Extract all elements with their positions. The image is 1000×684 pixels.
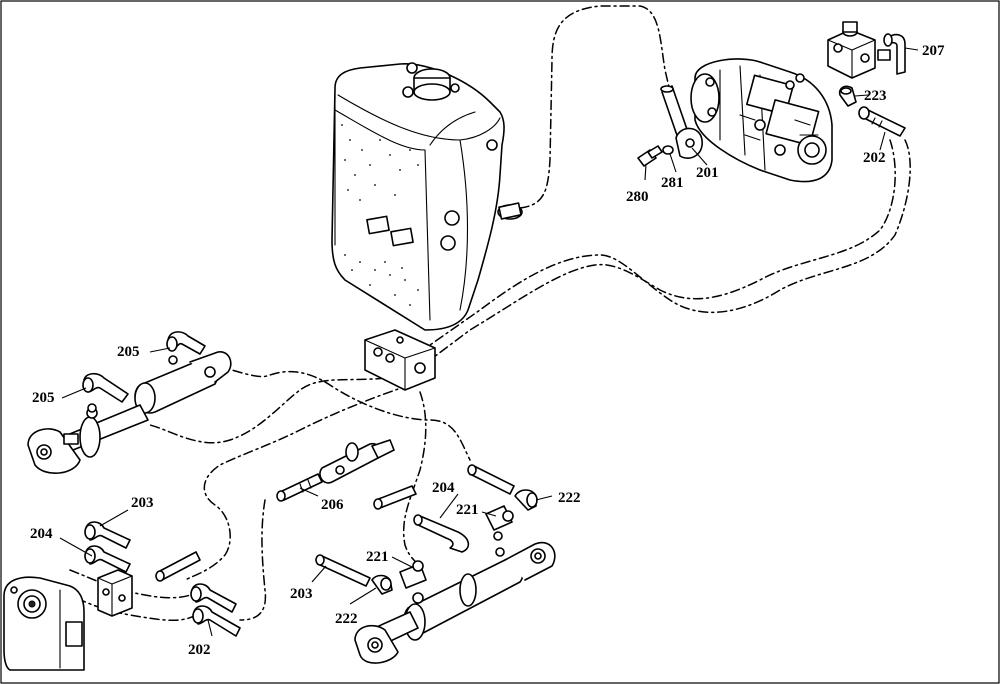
hydraulic-pump-assembly (690, 58, 833, 183)
callout-222-upper: 222 (558, 490, 581, 506)
part-202-elbows-lower (190, 583, 241, 637)
callout-280: 280 (626, 189, 649, 205)
callout-223: 223 (864, 88, 887, 104)
callout-204-left: 204 (30, 526, 53, 542)
hose-block-to-lower-left (184, 384, 411, 581)
part-222-elbow-lower (371, 574, 393, 595)
callout-202-bottom: 202 (188, 642, 211, 658)
callout-221-lower: 221 (366, 549, 389, 565)
callout-221-upper: 221 (456, 502, 479, 518)
hose-lines (59, 5, 911, 621)
valve-manifold-lower-left (97, 569, 133, 617)
callout-202-top: 202 (863, 150, 886, 166)
tank-surface-stipple (341, 124, 419, 306)
part-204-elbow-lower-left (84, 521, 131, 573)
hose-pump-return (429, 139, 896, 361)
hose-tank-to-pump (519, 5, 673, 209)
callout-206: 206 (321, 497, 344, 513)
part-206-hose-fitting-b (373, 485, 417, 510)
distribution-block (364, 329, 436, 391)
callout-205-upper: 205 (117, 344, 140, 360)
callout-203-upper: 203 (131, 495, 154, 511)
part-281-seal-ring (662, 145, 674, 155)
callout-203-lower: 203 (290, 586, 313, 602)
part-221-tee-upper (485, 505, 514, 541)
part-204-bent-pipe-right (413, 514, 470, 553)
hydraulic-tank (331, 62, 523, 331)
lift-cylinder-upper (27, 351, 232, 474)
hose-lower-valve-top (69, 569, 201, 599)
callout-281: 281 (661, 175, 684, 191)
callout-204-right: 204 (432, 480, 455, 496)
part-207-elbow-fitting (883, 33, 906, 75)
hose-pump-to-block (429, 139, 911, 346)
part-203-hose-fitting-lower (315, 554, 371, 587)
tank-sight-glass (366, 215, 390, 235)
callout-201: 201 (696, 165, 719, 181)
hose-block-to-lower-right (402, 391, 427, 571)
part-280-fitting (637, 145, 663, 167)
callout-207: 207 (922, 43, 945, 59)
hose-block-to-cylinder-upper (149, 377, 386, 444)
leader-lines (59, 47, 919, 637)
tank-side-port (486, 139, 498, 151)
valve-block-top-right (827, 21, 891, 79)
steering-valve-lower-left (3, 576, 85, 671)
part-201-suction-pipe (660, 85, 703, 159)
hose-lower-left-valve (239, 499, 267, 621)
part-206-hose-fitting (276, 473, 323, 502)
callout-222-lower: 222 (335, 611, 358, 627)
part-202-hose-fitting-right (858, 106, 906, 137)
part-222-elbow-upper (514, 489, 538, 511)
part-hose-fitting-lower-left (155, 551, 201, 582)
lift-cylinder-lower-right (354, 541, 556, 664)
part-205-elbow-upper (166, 331, 206, 365)
check-valve-inline (319, 439, 395, 484)
part-223-elbow (838, 85, 857, 107)
callout-205-lower: 205 (32, 390, 55, 406)
part-hose-fitting-upper-right (467, 464, 515, 495)
part-221-tee-lower (399, 560, 427, 589)
part-205-elbow-lower (82, 372, 129, 413)
callout-labels: 201 281 280 202 223 207 205 205 203 204 … (30, 43, 945, 658)
